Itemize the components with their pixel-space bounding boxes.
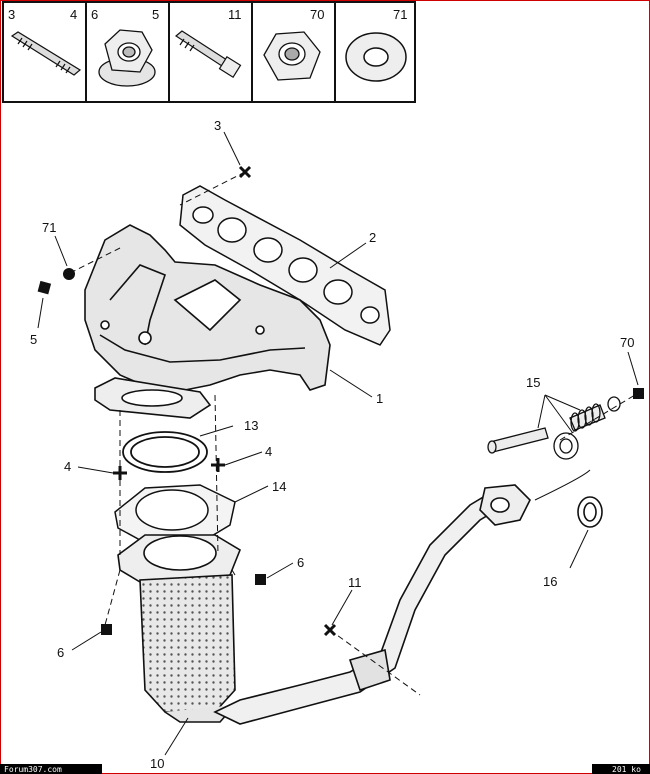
callout-4: 4 bbox=[64, 459, 71, 474]
nut-marker bbox=[255, 574, 266, 585]
manifold-gasket bbox=[179, 185, 391, 346]
callout-10: 10 bbox=[150, 756, 164, 771]
stud-bolt-icon bbox=[10, 31, 82, 76]
parts-header-table: 3 4 6 5 11 70 71 bbox=[2, 1, 416, 103]
flange-nut-icon bbox=[98, 29, 156, 87]
nut-marker bbox=[633, 388, 644, 399]
footer-bar: Forum307.com 201 ko bbox=[0, 764, 650, 774]
washer-icon bbox=[345, 32, 407, 82]
header-label-3: 3 bbox=[8, 7, 15, 22]
bolt-icon bbox=[174, 30, 242, 79]
header-label-5: 5 bbox=[152, 7, 159, 22]
callout-16: 16 bbox=[543, 574, 557, 589]
leader-lines bbox=[37, 131, 639, 756]
callouts: 3 2 71 5 1 13 4 4 14 6 6 11 10 15 16 70 bbox=[30, 118, 634, 771]
callout-11: 11 bbox=[348, 575, 362, 590]
callout-5: 5 bbox=[30, 332, 37, 347]
callout-71: 71 bbox=[42, 220, 56, 235]
callout-6: 6 bbox=[57, 645, 64, 660]
catalytic-converter bbox=[117, 534, 241, 723]
callout-1: 1 bbox=[376, 391, 383, 406]
callout-14: 14 bbox=[272, 479, 286, 494]
hex-nut-icon bbox=[263, 31, 321, 81]
callout-15: 15 bbox=[526, 375, 540, 390]
nut-marker bbox=[37, 280, 52, 295]
callout-13: 13 bbox=[244, 418, 258, 433]
header-label-6: 6 bbox=[91, 7, 98, 22]
callout-3: 3 bbox=[214, 118, 221, 133]
header-label-70: 70 bbox=[310, 7, 324, 22]
callout-4: 4 bbox=[265, 444, 272, 459]
callout-6: 6 bbox=[297, 555, 304, 570]
header-label-71: 71 bbox=[393, 7, 407, 22]
nut-marker bbox=[101, 624, 112, 635]
fastener-markers bbox=[37, 165, 644, 637]
ring-gasket bbox=[122, 431, 208, 473]
header-label-11: 11 bbox=[228, 7, 242, 22]
seal-ring bbox=[577, 496, 603, 528]
spring-bolt-set bbox=[487, 396, 621, 460]
washer-marker bbox=[63, 268, 75, 280]
down-pipe bbox=[213, 484, 531, 725]
footer-site: Forum307.com bbox=[4, 765, 62, 774]
flange-gasket bbox=[114, 484, 236, 541]
assembly-lines bbox=[69, 171, 641, 696]
footer-size: 201 ko bbox=[612, 765, 641, 774]
callout-2: 2 bbox=[369, 230, 376, 245]
exhaust-manifold bbox=[84, 224, 331, 419]
header-label-4: 4 bbox=[70, 7, 77, 22]
callout-70: 70 bbox=[620, 335, 634, 350]
seal-connector-line bbox=[534, 469, 591, 501]
stud-marker bbox=[113, 165, 337, 637]
